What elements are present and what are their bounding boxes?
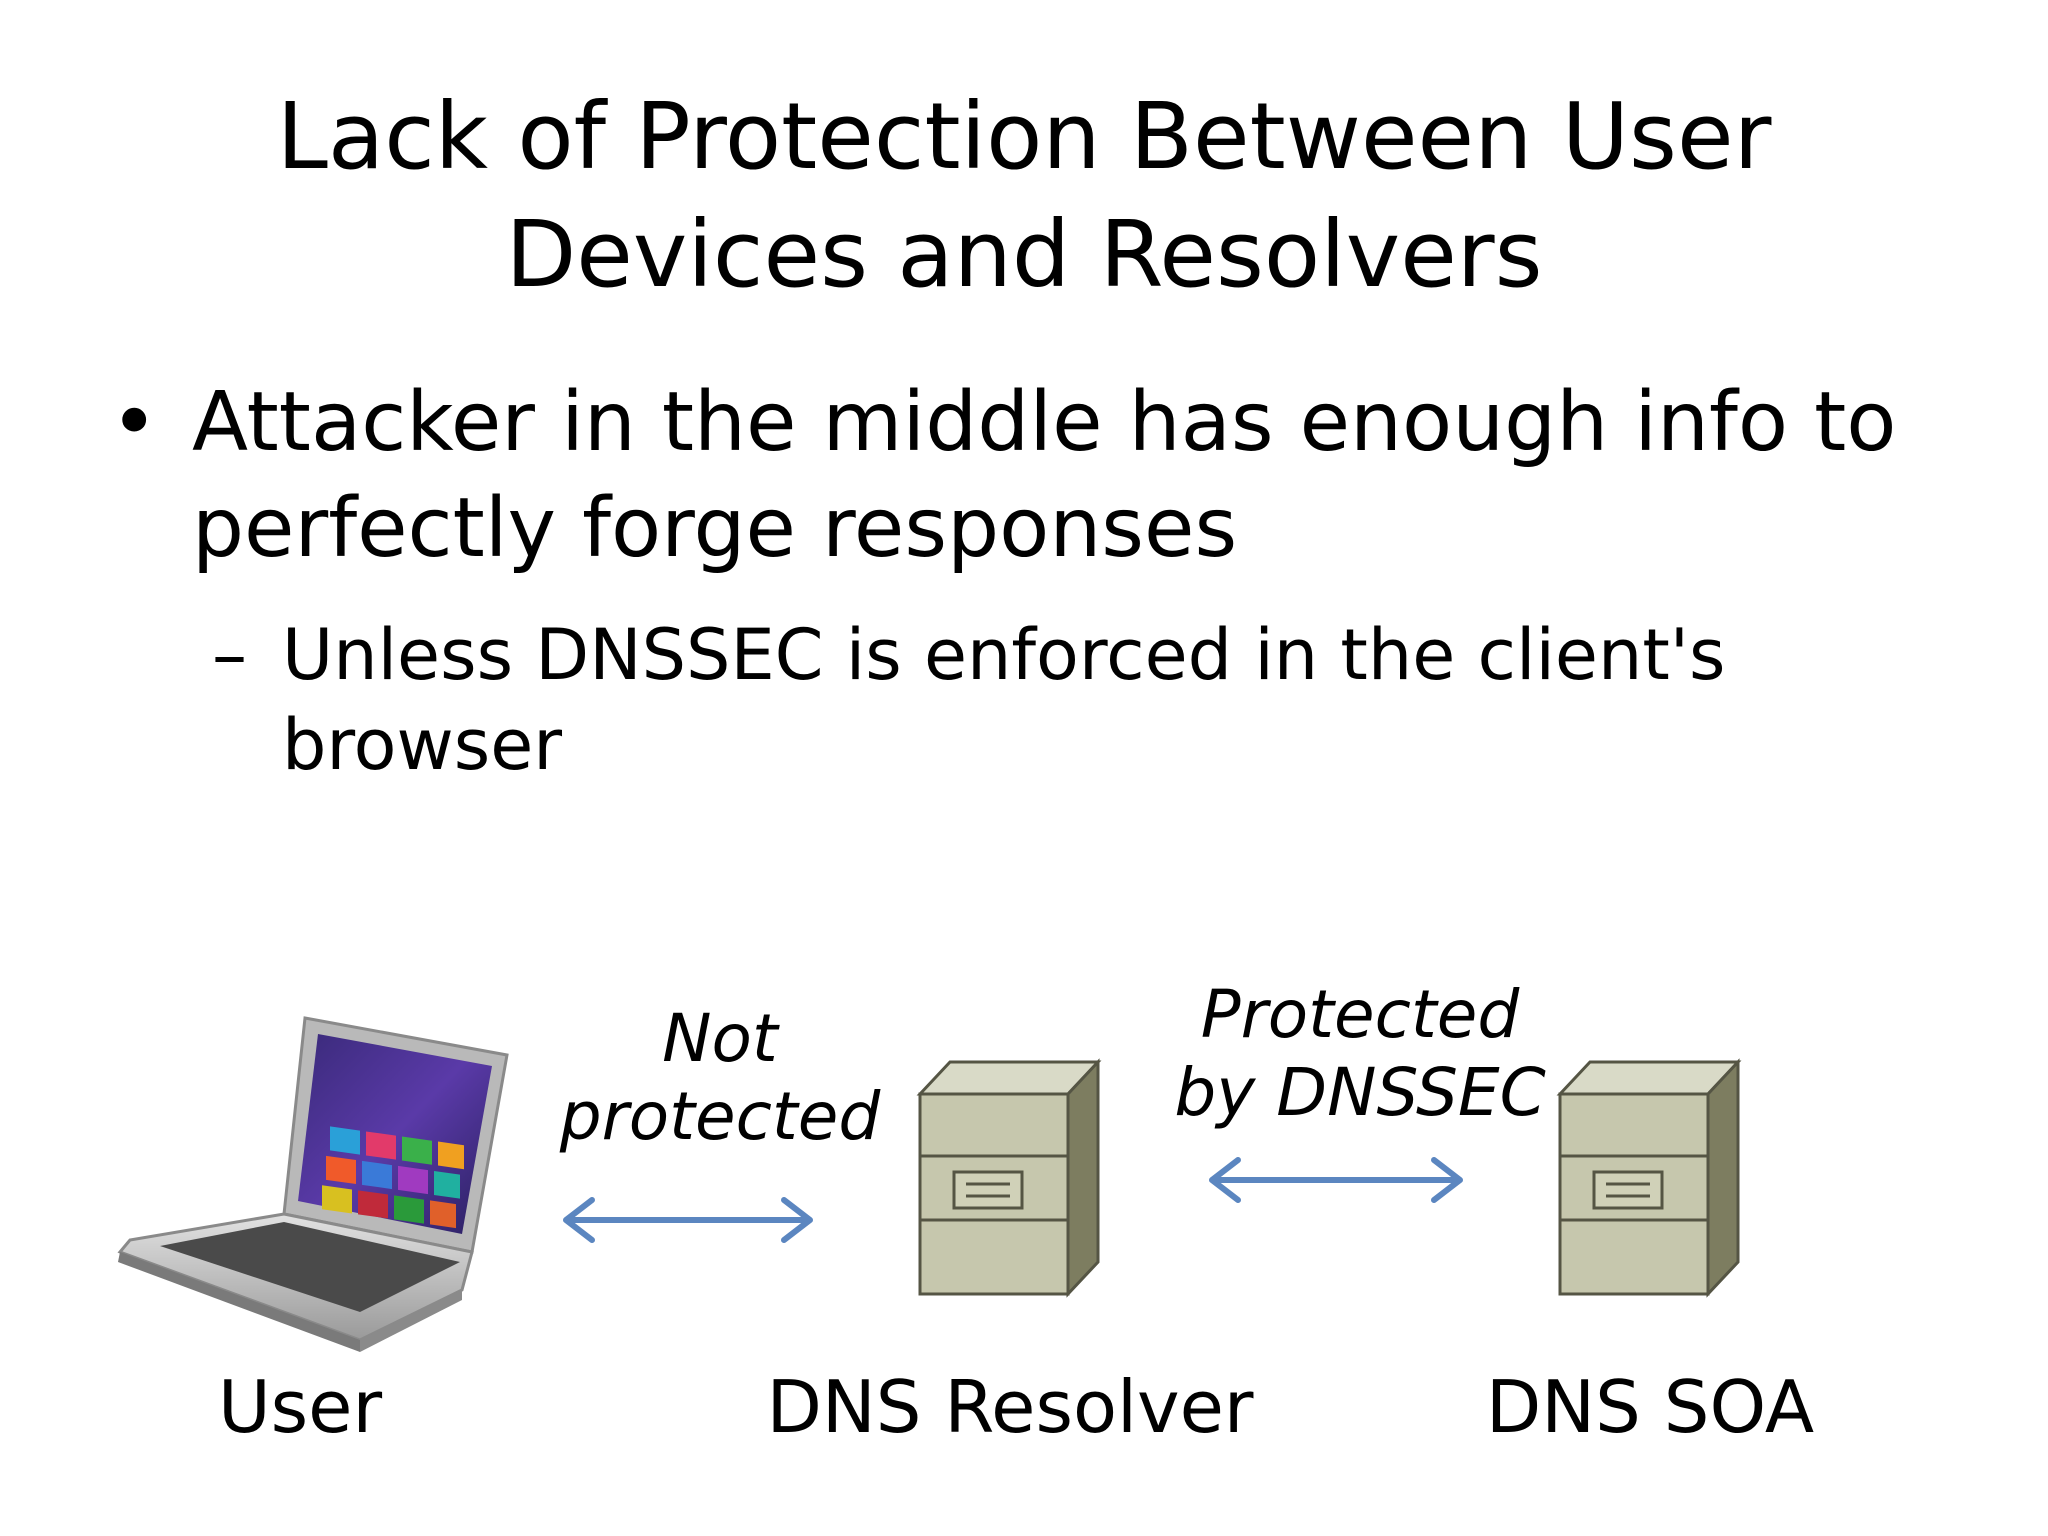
- resolver-server-icon: [916, 1058, 1102, 1298]
- dnssec-link-arrow: [1209, 1157, 1463, 1203]
- user-node-label: User: [217, 1365, 383, 1449]
- sub-bullet-text: Unless DNSSEC is enforced in the client'…: [282, 610, 1882, 790]
- sub-bullet-text-line-2: browser: [282, 704, 563, 786]
- bullet-text: Attacker in the middle has enough info t…: [192, 370, 1952, 582]
- laptop-icon: [117, 1016, 509, 1352]
- start-screen-tiles: [322, 1126, 464, 1229]
- bullet-symbol: •: [110, 375, 159, 470]
- soa-node-label: DNS SOA: [1485, 1365, 1815, 1449]
- resolver-node-label: DNS Resolver: [766, 1365, 1254, 1449]
- unprotected-link-label: Not protected: [540, 1000, 900, 1156]
- unprotected-link-label-line-2: protected: [559, 1078, 881, 1155]
- bullet-text-line-2: perfectly forge responses: [192, 481, 1238, 576]
- soa-server-icon: [1556, 1058, 1742, 1298]
- bullet-text-line-1: Attacker in the middle has enough info t…: [192, 375, 1897, 470]
- slide-title: Lack of Protection Between User Devices …: [0, 78, 2048, 314]
- slide-title-line-1: Lack of Protection Between User: [276, 83, 1772, 190]
- dnssec-link-label-line-1: Protected: [1200, 976, 1520, 1053]
- dnssec-link-label-line-2: by DNSSEC: [1174, 1054, 1546, 1131]
- dnssec-link-label: Protected by DNSSEC: [1150, 976, 1570, 1132]
- sub-bullet-symbol: –: [212, 614, 247, 696]
- unprotected-link-arrow: [563, 1197, 813, 1243]
- slide-title-line-2: Devices and Resolvers: [505, 201, 1543, 308]
- unprotected-link-label-line-1: Not: [662, 1000, 778, 1077]
- sub-bullet-text-line-1: Unless DNSSEC is enforced in the client'…: [282, 614, 1726, 696]
